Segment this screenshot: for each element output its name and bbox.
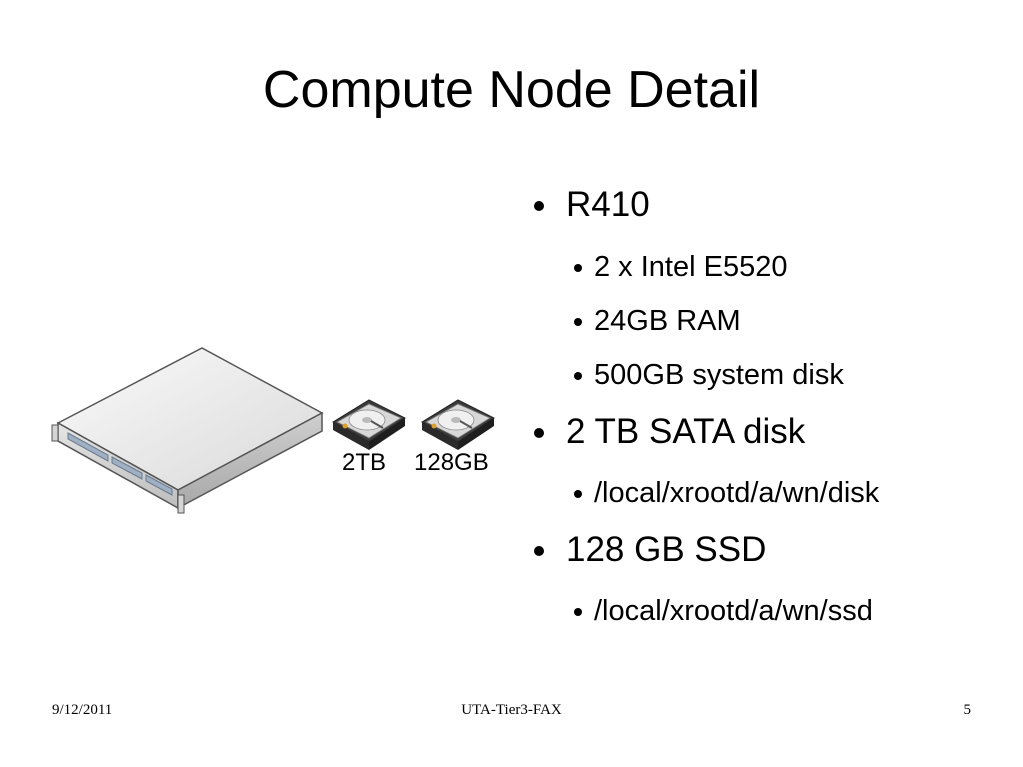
- bullet-dot-icon: [534, 546, 544, 556]
- server-chassis-icon: [51, 347, 324, 514]
- hard-disk-icon: [332, 399, 406, 450]
- server-diagram: [51, 347, 495, 514]
- bullet-dot-icon: [534, 428, 544, 438]
- slide-title: Compute Node Detail: [262, 61, 761, 119]
- bullet-dot-icon: [574, 264, 582, 272]
- disk-label-2tb: 2TB: [342, 449, 387, 476]
- bullet-dot-icon: [574, 490, 582, 498]
- server-illustration: 2TB 128GB: [50, 345, 510, 525]
- footer-date: 9/12/2011: [52, 702, 113, 718]
- disk-label-128gb: 128GB: [414, 449, 489, 476]
- bullet-dot-icon: [574, 608, 582, 616]
- footer-title: UTA-Tier3-FAX: [461, 702, 562, 718]
- page-number: 5: [963, 702, 972, 718]
- bullet-dot-icon: [574, 372, 582, 380]
- ssd-disk-icon: [421, 399, 495, 450]
- bullet-dot-icon: [574, 318, 582, 326]
- bullet-dot-icon: [534, 201, 544, 211]
